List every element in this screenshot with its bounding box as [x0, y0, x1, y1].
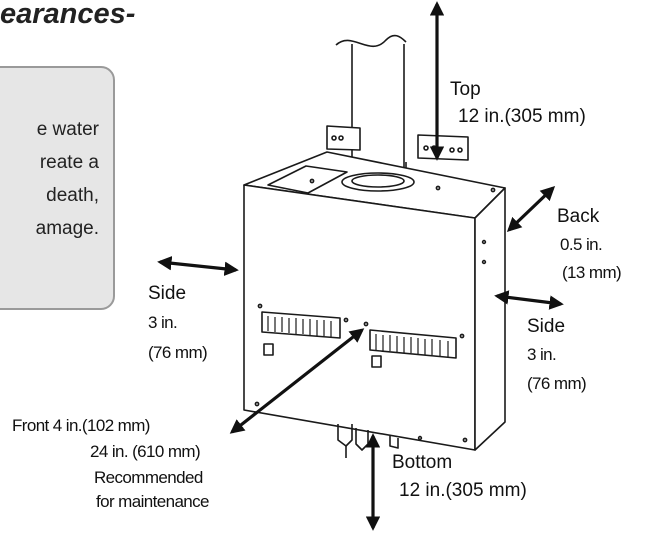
label-top-name: Top: [450, 79, 481, 100]
warning-line-4: amage.: [35, 218, 99, 239]
label-front-line3: Recommended: [94, 468, 203, 487]
heater-side: [474, 187, 506, 451]
label-side-left-name: Side: [148, 283, 187, 304]
label-back-in: 0.5 in.: [560, 235, 603, 254]
warning-line-3: death,: [46, 185, 99, 206]
label-back-mm: (13 mm): [562, 263, 622, 282]
arrow-side-left: [157, 256, 239, 276]
section-heading: earances-: [0, 0, 136, 30]
warning-line-1: e water: [36, 119, 99, 140]
arrow-back: [506, 186, 556, 232]
arrow-side-right: [494, 290, 564, 310]
arrow-front: [229, 328, 365, 434]
label-bottom-value: 12 in.(305 mm): [399, 480, 527, 501]
label-side-right-name: Side: [527, 316, 566, 337]
label-side-left-in: 3 in.: [148, 313, 178, 332]
warning-line-2: reate a: [39, 152, 99, 173]
heater-front: [243, 184, 476, 451]
label-bottom-name: Bottom: [392, 452, 453, 473]
label-front-line2: 24 in. (610 mm): [90, 442, 201, 461]
mounting-brackets: [326, 125, 469, 161]
label-side-right-mm: (76 mm): [527, 374, 587, 393]
label-back-name: Back: [557, 206, 600, 227]
label-side-right-in: 3 in.: [527, 345, 557, 364]
label-front-line4: for maintenance: [96, 492, 210, 511]
label-side-left-mm: (76 mm): [148, 343, 208, 362]
label-front-line1: Front 4 in.(102 mm): [12, 416, 150, 435]
label-top-value: 12 in.(305 mm): [458, 106, 586, 127]
warning-box: e water reate a death, amage.: [0, 66, 115, 310]
